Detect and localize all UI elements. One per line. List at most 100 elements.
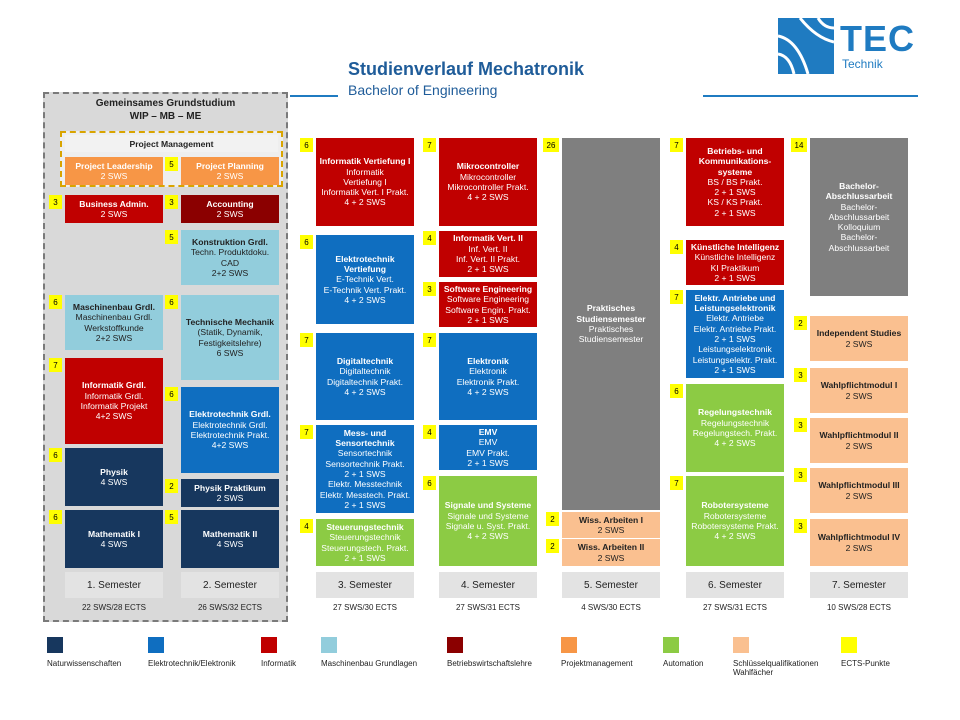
module-line: 2 SWS	[100, 171, 128, 181]
module-title: Project Planning	[196, 160, 264, 171]
module-line: 4 SWS	[100, 539, 128, 549]
module-line: Informatik	[346, 166, 384, 177]
module-line: 4 + 2 SWS	[344, 386, 386, 397]
module-line: Bachelor-	[840, 232, 878, 243]
module-title: Mikrocontroller	[456, 161, 520, 172]
module-line: 2 SWS	[216, 493, 244, 503]
module-title: Wahlpflichtmodul III	[818, 480, 900, 491]
module-line: Signale und Systeme	[447, 510, 529, 521]
module-line: Festigkeitslehre)	[198, 337, 262, 348]
module-title: Mathematik I	[87, 528, 141, 539]
ects-badge: 6	[165, 387, 178, 401]
module-line: Informatik Vert. I Prakt.	[321, 187, 409, 198]
module-title: Wiss. Arbeiten II	[577, 542, 645, 553]
module-title: Independent Studies	[816, 328, 902, 339]
ects-badge: 7	[423, 138, 436, 152]
semester-label: 6. Semester	[686, 572, 784, 598]
module-line: Sensortechnik Prakt.	[325, 458, 405, 469]
module-title: Bachelor-Abschlussarbeit	[825, 180, 893, 202]
legend-swatch	[148, 637, 164, 653]
module-line: 2 SWS	[597, 525, 625, 535]
module-line: Praktisches	[588, 324, 634, 334]
ects-badge: 3	[794, 519, 807, 533]
module-line: 4 + 2 SWS	[344, 197, 386, 208]
module-title: Elektr. Antriebe und Leistungselektronik	[694, 292, 776, 314]
logo-text-small: Technik	[842, 57, 883, 71]
module-title: Regelungstechnik	[697, 407, 773, 418]
module-line: 2 SWS	[845, 390, 873, 401]
semester-sum: 27 SWS/31 ECTS	[702, 603, 768, 612]
ects-badge: 3	[794, 468, 807, 482]
ects-badge: 3	[794, 368, 807, 382]
module-line: 2 + 1 SWS	[344, 552, 386, 563]
module-title: Informatik Vertiefung I	[319, 156, 411, 167]
ects-badge: 4	[670, 240, 683, 254]
module-line: Informatik Grdl.	[84, 390, 144, 401]
module-line: 4 + 2 SWS	[714, 531, 756, 542]
module-line: 2 SWS	[216, 171, 244, 181]
ects-badge: 6	[300, 138, 313, 152]
module-title: Künstliche Intelligenz	[690, 241, 780, 252]
ects-badge: 5	[165, 230, 178, 244]
module-line: Elektr. Antriebe Prakt.	[693, 323, 777, 334]
module-line: Leistungselektr. Prakt.	[692, 354, 778, 365]
ects-badge: 7	[423, 333, 436, 347]
module-title: Software Engineering	[443, 283, 533, 294]
module-title: Steuerungstechnik	[326, 521, 404, 532]
module-line: 2 + 1 SWS	[714, 334, 756, 344]
project-management-header: Project Management	[65, 135, 278, 152]
module-line: KS / KS Prakt.	[707, 197, 763, 208]
header-line-right	[703, 95, 918, 97]
module-line: Techn. Produktdoku.	[190, 247, 270, 258]
grundstudium-title: Gemeinsames Grundstudium	[95, 98, 236, 109]
module-line: Mikrocontroller	[459, 171, 517, 182]
module-line: 4 SWS	[100, 477, 128, 487]
module-title: Maschinenbau Grdl.	[72, 301, 156, 312]
module-mbg: Maschinenbau Grdl.Maschinenbau Grdl.Werk…	[65, 295, 163, 350]
semester-label: 3. Semester	[316, 572, 414, 598]
module-line: Informatik Projekt	[80, 401, 148, 411]
legend-label: Elektrotechnik/Elektronik	[148, 659, 236, 668]
module-line: Kolloquium	[837, 222, 881, 233]
ects-badge: 6	[423, 476, 436, 490]
module-line: 2 + 1 SWS	[714, 272, 756, 283]
module-line: Software Engin. Prakt.	[445, 304, 531, 315]
ects-badge: 4	[423, 231, 436, 245]
module-line: Inf. Vert. II Prakt.	[456, 254, 520, 264]
module-infg: Informatik Grdl.Informatik Grdl.Informat…	[65, 358, 163, 444]
tec-logo: TEC Technik	[778, 18, 923, 74]
semester-sum: 26 SWS/32 ECTS	[197, 603, 263, 612]
module-line: Elektronik Prakt.	[456, 376, 520, 387]
module-line: Elektr. Antriebe	[706, 313, 764, 324]
ects-badge: 7	[670, 290, 683, 304]
module-line: Robotersysteme	[703, 510, 767, 521]
module-line: Maschinenbau Grdl.	[75, 312, 153, 323]
module-title: Physik Praktikum	[194, 482, 266, 493]
legend-label: Maschinenbau Grundlagen	[321, 659, 418, 668]
semester-label: 2. Semester	[181, 572, 279, 598]
module-line: Digitaltechnik Prakt.	[327, 376, 403, 387]
module-title: Wahlpflichtmodul II	[819, 430, 899, 441]
module-title: Robotersysteme	[701, 500, 769, 511]
module-line: E-Technik Vert. Prakt.	[323, 284, 407, 295]
module-title: Informatik Grdl.	[82, 380, 146, 391]
module-line: 2 + 1 SWS	[467, 264, 509, 275]
ects-badge: 2	[794, 316, 807, 330]
module-line: Software Engineering	[446, 294, 530, 305]
module-title: Wahlpflichtmodul I	[820, 380, 898, 391]
module-line: Abschlussarbeit	[828, 242, 890, 253]
legend-label: Projektmanagement	[561, 659, 633, 668]
ects-badge: 6	[49, 510, 62, 524]
module-line: EMV	[478, 437, 498, 448]
